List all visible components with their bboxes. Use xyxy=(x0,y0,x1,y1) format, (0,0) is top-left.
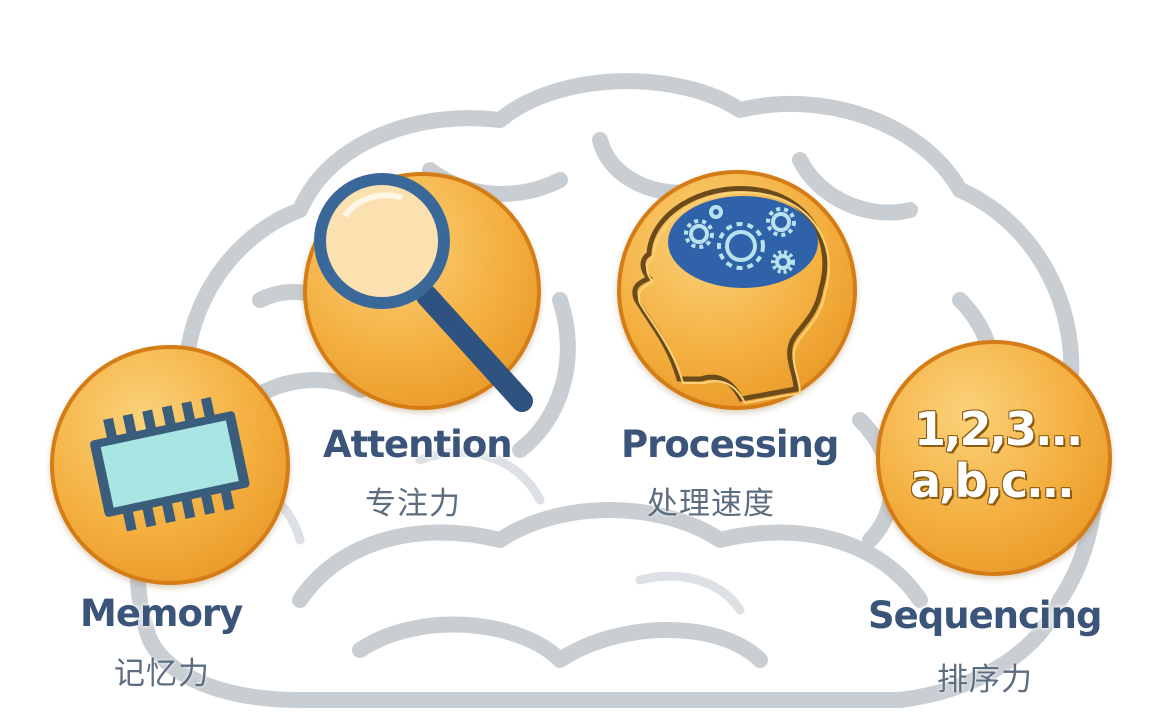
magnifying-glass-icon xyxy=(314,173,533,412)
processing-label: Processing xyxy=(621,423,839,466)
sequencing-label: Sequencing xyxy=(868,594,1102,637)
sequence-letters: a,b,c... xyxy=(910,454,1075,508)
memory-sublabel: 记忆力 xyxy=(114,656,210,692)
memory-chip-icon xyxy=(90,397,250,532)
attention-label: Attention xyxy=(323,423,513,466)
memory-label: Memory xyxy=(80,592,243,635)
attention-coin xyxy=(303,172,541,412)
processing-coin xyxy=(617,170,857,410)
head-gears-icon xyxy=(632,185,830,405)
sequence-numbers: 1,2,3... xyxy=(914,402,1083,456)
processing-sublabel: 处理速度 xyxy=(647,486,775,522)
sequencing-coin: 1,2,3... a,b,c... xyxy=(876,340,1112,576)
memory-coin xyxy=(50,345,290,585)
attention-sublabel: 专注力 xyxy=(365,486,461,522)
sequencing-sublabel: 排序力 xyxy=(937,662,1033,698)
